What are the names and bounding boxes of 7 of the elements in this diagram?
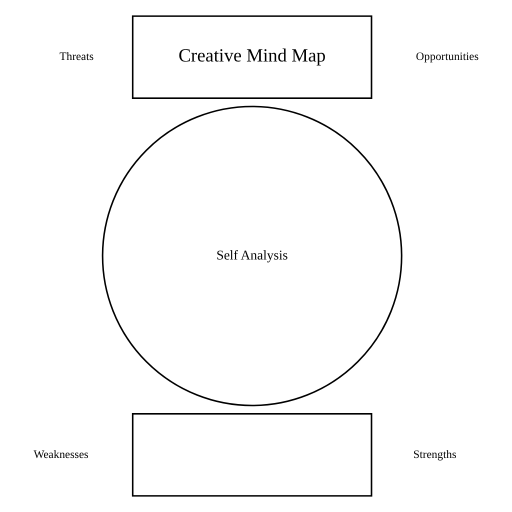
label: Strengths bbox=[413, 448, 456, 461]
node-box: Creative Mind Map bbox=[132, 15, 372, 99]
label: Weaknesses bbox=[34, 448, 88, 461]
label: Opportunities bbox=[416, 51, 479, 64]
label: Threats bbox=[60, 51, 94, 64]
node-circle: Self Analysis bbox=[102, 106, 402, 406]
node-box bbox=[132, 413, 372, 497]
